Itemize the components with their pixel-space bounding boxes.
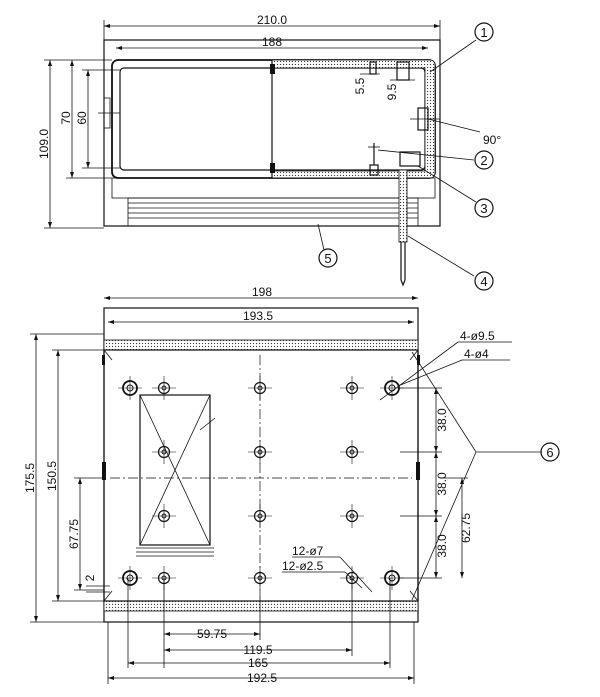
note-4-phi-9-5: 4-ø9.5: [460, 329, 495, 343]
boss-hole-2: [248, 376, 272, 400]
rail-stripes: [127, 197, 419, 227]
corner-hole-bl: [118, 566, 142, 590]
boss-hole-4: [152, 440, 176, 464]
dim-38-a: 38.0: [435, 408, 449, 432]
boss-hole-7: [152, 504, 176, 528]
callout-circle-5: [318, 248, 338, 268]
hole-grid: [118, 376, 404, 590]
bottom-view-plate: [103, 349, 419, 602]
callout-1: 1: [480, 25, 487, 40]
callout-3: 3: [480, 201, 487, 216]
callout-circle-2: [474, 150, 494, 170]
bottom-view-outer: [103, 307, 419, 623]
boss-hole-8: [248, 504, 272, 528]
dim-90-deg: 90°: [483, 133, 501, 147]
bottom-view-top-rail: [103, 339, 419, 351]
callout-5: 5: [324, 251, 331, 266]
bottom-view: 198 193.5 175.5 150.5 67.75 2 38.0: [23, 285, 560, 685]
dim-119-5: 119.5: [243, 643, 272, 657]
dim-38-b: 38.0: [435, 472, 449, 496]
screw-2: [368, 143, 380, 176]
dim-67-75: 67.75: [67, 519, 81, 549]
dim-150-5: 150.5: [45, 461, 59, 491]
dim-60: 60: [75, 111, 89, 125]
note-12-phi-2-5: 12-ø2.5: [282, 559, 324, 573]
dim-2: 2: [83, 574, 97, 581]
dim-59-75: 59.75: [197, 627, 227, 641]
latch-3: [399, 151, 421, 167]
callout-4: 4: [480, 274, 487, 289]
dim-70: 70: [59, 111, 73, 125]
callout-2: 2: [480, 153, 487, 168]
top-view-lip: [111, 177, 436, 199]
boss-hole-3: [340, 376, 364, 400]
dim-192-5: 192.5: [247, 671, 277, 685]
boss-hole-6: [340, 440, 364, 464]
dim-38-c: 38.0: [435, 534, 449, 558]
boss-hole-1: [152, 376, 176, 400]
cross-box: [136, 394, 216, 557]
corner-hole-tl: [118, 376, 142, 400]
dim-193-5: 193.5: [243, 309, 273, 323]
callout-circle-4: [474, 271, 494, 291]
divider-clip-top: [270, 64, 275, 74]
dim-62-75: 62.75: [459, 513, 473, 543]
callout-circle-6: [540, 442, 560, 462]
top-view: 210.0 188 109.0 70 60 5.5 9.5 90° 1: [37, 13, 501, 291]
dim-109: 109.0: [37, 129, 51, 159]
boss-hole-5: [248, 440, 272, 464]
note-12-phi-7: 12-ø7: [292, 544, 324, 558]
callout-6: 6: [546, 445, 553, 460]
divider-clip-bottom: [270, 163, 275, 173]
callout-circle-3: [474, 198, 494, 218]
dim-198: 198: [252, 285, 272, 299]
dim-188: 188: [262, 35, 282, 49]
boss-hole-11: [248, 566, 272, 590]
callout-circle-1: [474, 22, 494, 42]
dim-165: 165: [248, 656, 268, 670]
dim-175-5: 175.5: [23, 463, 37, 493]
dim-9-5: 9.5: [385, 83, 399, 100]
rod-4: [398, 169, 408, 287]
note-4-phi-4: 4-ø4: [464, 347, 489, 361]
bottom-view-bottom-rail: [103, 600, 419, 612]
dim-210: 210.0: [257, 13, 287, 27]
top-view-body: [111, 59, 436, 179]
boss-hole-9: [340, 504, 364, 528]
dim-5-5: 5.5: [353, 77, 367, 94]
